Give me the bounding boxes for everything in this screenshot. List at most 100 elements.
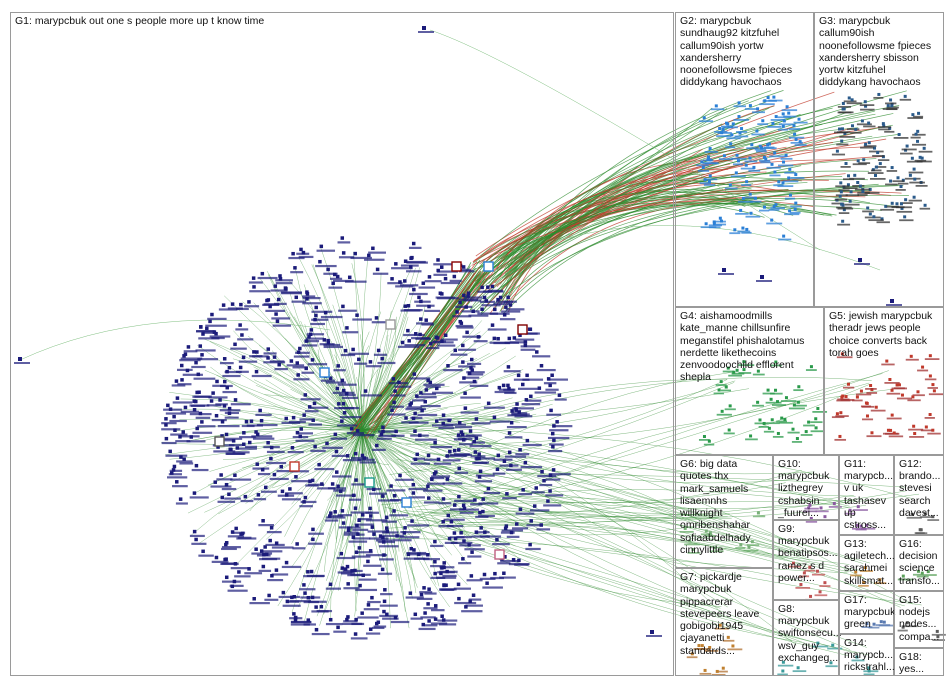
node xyxy=(462,539,466,543)
node xyxy=(922,146,926,150)
node-label xyxy=(884,130,895,133)
node xyxy=(832,502,836,506)
node xyxy=(855,523,859,527)
node-label xyxy=(420,616,436,619)
node xyxy=(314,313,318,318)
node xyxy=(426,496,431,500)
node xyxy=(266,298,271,302)
node-label xyxy=(784,197,796,200)
node xyxy=(546,377,551,381)
node xyxy=(274,541,279,545)
node xyxy=(756,400,760,404)
node xyxy=(899,202,903,206)
node-label xyxy=(863,673,875,676)
node xyxy=(466,294,470,298)
node xyxy=(433,604,438,608)
node-label xyxy=(524,332,540,335)
node-label xyxy=(846,128,860,131)
node-label xyxy=(263,352,277,355)
node xyxy=(360,611,364,615)
node xyxy=(874,405,878,409)
node-label xyxy=(351,555,371,558)
node xyxy=(839,181,843,185)
node xyxy=(433,571,437,576)
node-label xyxy=(512,407,534,410)
node-label xyxy=(182,373,203,376)
node-label xyxy=(531,491,545,494)
node xyxy=(903,215,907,219)
node-label xyxy=(252,467,270,470)
node-label xyxy=(291,300,307,303)
node-label xyxy=(498,388,515,391)
node xyxy=(777,180,781,184)
node xyxy=(319,244,324,249)
node xyxy=(735,153,739,157)
node xyxy=(551,444,555,449)
node-label xyxy=(882,432,899,435)
node xyxy=(920,571,924,575)
edge xyxy=(428,432,810,561)
node-label xyxy=(295,351,310,354)
node-label xyxy=(172,401,193,404)
node-label xyxy=(513,378,530,381)
node xyxy=(791,561,795,565)
node xyxy=(469,366,473,370)
node-label xyxy=(311,632,330,636)
node xyxy=(266,347,271,351)
group-box-g12: G12: brando... stevesi search davest... xyxy=(894,455,944,535)
edge xyxy=(222,429,363,460)
node xyxy=(747,545,751,549)
node-label xyxy=(483,406,505,409)
node-label xyxy=(466,579,483,582)
node-label xyxy=(320,315,343,319)
node xyxy=(707,180,711,184)
node xyxy=(372,532,376,536)
node xyxy=(294,295,299,300)
node-label xyxy=(237,338,254,341)
node-label xyxy=(454,471,469,474)
node-label xyxy=(717,670,728,673)
node-label xyxy=(790,205,802,208)
node-label xyxy=(387,413,406,416)
edge xyxy=(176,422,363,432)
node-label xyxy=(752,373,765,376)
node-label xyxy=(909,181,925,184)
node xyxy=(482,572,487,577)
node-label xyxy=(354,362,368,365)
node-label xyxy=(835,415,849,417)
node xyxy=(205,326,209,331)
node xyxy=(334,470,339,474)
node-label xyxy=(812,410,828,413)
node xyxy=(537,386,542,390)
node xyxy=(919,528,923,532)
node-label xyxy=(759,159,771,162)
node-label xyxy=(455,305,473,308)
node-label xyxy=(468,314,489,317)
node-label xyxy=(777,664,794,667)
edge xyxy=(411,527,849,657)
node xyxy=(341,304,345,309)
edge xyxy=(509,178,868,266)
node-label xyxy=(886,205,900,208)
node-label xyxy=(492,472,506,475)
node-label xyxy=(745,215,761,218)
node xyxy=(477,456,481,461)
node xyxy=(320,482,324,486)
node xyxy=(781,181,785,185)
node xyxy=(764,157,768,161)
node-label xyxy=(371,321,388,324)
node-label xyxy=(424,592,437,595)
node xyxy=(353,632,358,636)
node-label xyxy=(831,416,845,419)
node xyxy=(440,614,444,618)
node-label xyxy=(337,383,357,386)
node-label xyxy=(459,443,473,446)
node xyxy=(736,159,740,163)
node-label xyxy=(276,470,298,473)
node-label xyxy=(343,620,358,623)
group-box-g10: G10: marypcbuk lizthegrey cshabsin _fuur… xyxy=(773,455,839,520)
node xyxy=(787,176,791,180)
node xyxy=(867,121,871,125)
node-label xyxy=(515,338,535,341)
node-label xyxy=(454,426,473,429)
